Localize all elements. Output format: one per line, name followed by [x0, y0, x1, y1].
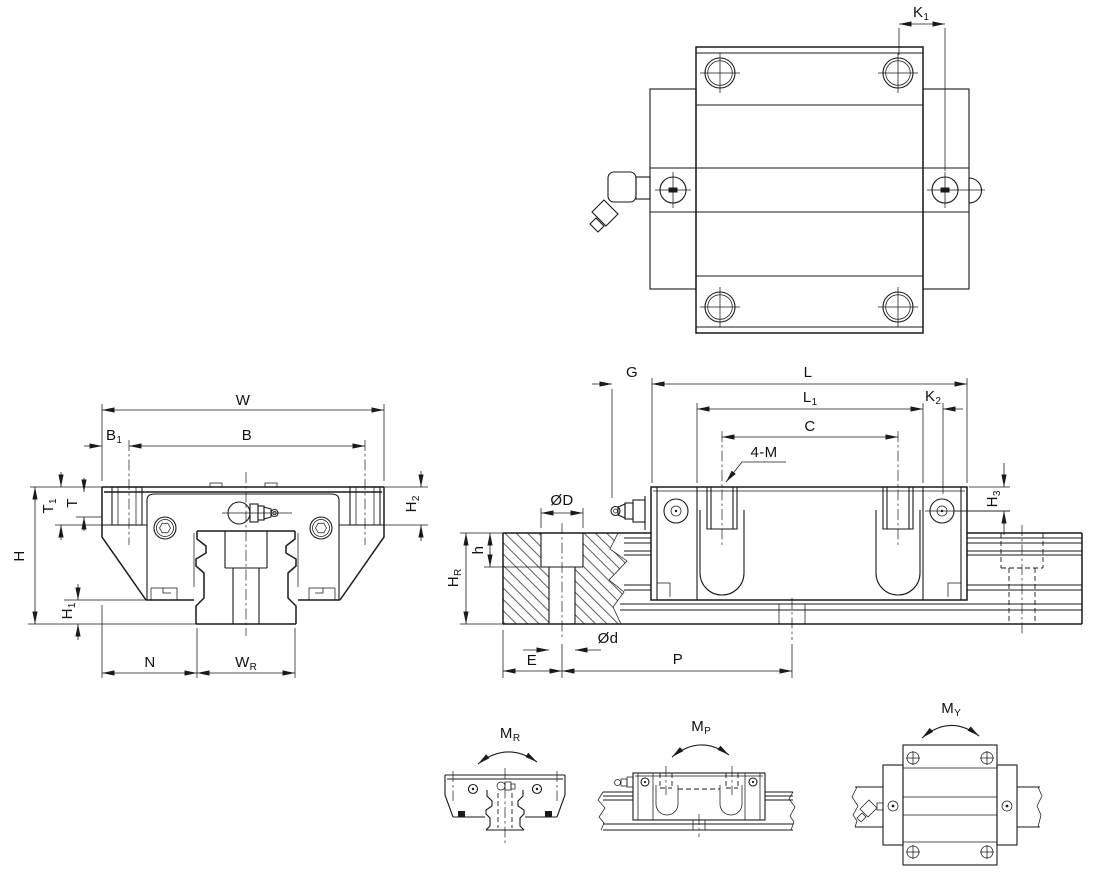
dim-label-h3: H3 [984, 490, 1003, 508]
dim-label-t: T [64, 498, 81, 508]
dim-label-od-cap: ØD [550, 492, 574, 509]
dim-front [28, 404, 428, 678]
grease-nipple-side-icon [610, 496, 646, 530]
dim-label-l1: L1 [802, 389, 818, 408]
moment-roll-view [444, 751, 566, 846]
dim-label-l: L [803, 364, 813, 381]
dim-label-h-depth: h [470, 545, 487, 555]
dim-label-h2: H2 [403, 495, 422, 513]
dim-label-k1: K1 [913, 4, 929, 23]
moment-label-mr: MR [499, 725, 521, 744]
side-plug-icon [968, 177, 983, 204]
moment-label-my: MY [941, 700, 961, 719]
moment-arrow-icon [921, 724, 980, 739]
moment-label-mp: MP [691, 718, 711, 737]
dim-label-n: N [144, 654, 156, 671]
dim-label-4m: 4-M [750, 444, 778, 461]
dim-label-od-small: Ød [597, 630, 619, 647]
dim-label-g: G [625, 364, 639, 381]
dim-label-h1: H1 [59, 602, 78, 620]
dim-label-k2: K2 [925, 388, 941, 407]
dim-label-b: B [241, 427, 253, 444]
dim-label-hr: HR [445, 568, 464, 588]
mount-hole-icon [906, 751, 994, 859]
dim-label-wr: WR [235, 654, 257, 673]
moment-arrow-icon [477, 751, 538, 765]
side-port-icon [655, 172, 985, 208]
grease-nipple-icon [496, 781, 516, 791]
mount-hole-icon [700, 53, 918, 327]
dim-label-p: P [672, 651, 684, 668]
dim-label-b1: B1 [106, 427, 122, 446]
grease-nipple-icon [856, 799, 884, 823]
dim-label-c: C [804, 418, 816, 435]
moment-pitch-view [597, 744, 796, 837]
rail-section-hatch [503, 533, 627, 624]
dim-K1 [898, 21, 946, 171]
grease-nipple-icon [614, 776, 634, 788]
dim-label-t1: T1 [40, 498, 59, 514]
dim-label-w: W [235, 392, 251, 409]
dim-label-h: H [11, 550, 28, 562]
grease-nipple-icon [589, 171, 651, 233]
dim-side [460, 378, 1010, 678]
moment-arrow-icon [671, 744, 730, 758]
moment-yaw-view [851, 724, 1043, 866]
endcap-screw-icon [153, 516, 333, 540]
dim-label-e: E [526, 652, 538, 669]
front-view [28, 404, 428, 678]
side-view [460, 378, 1083, 678]
top-view [589, 21, 985, 334]
